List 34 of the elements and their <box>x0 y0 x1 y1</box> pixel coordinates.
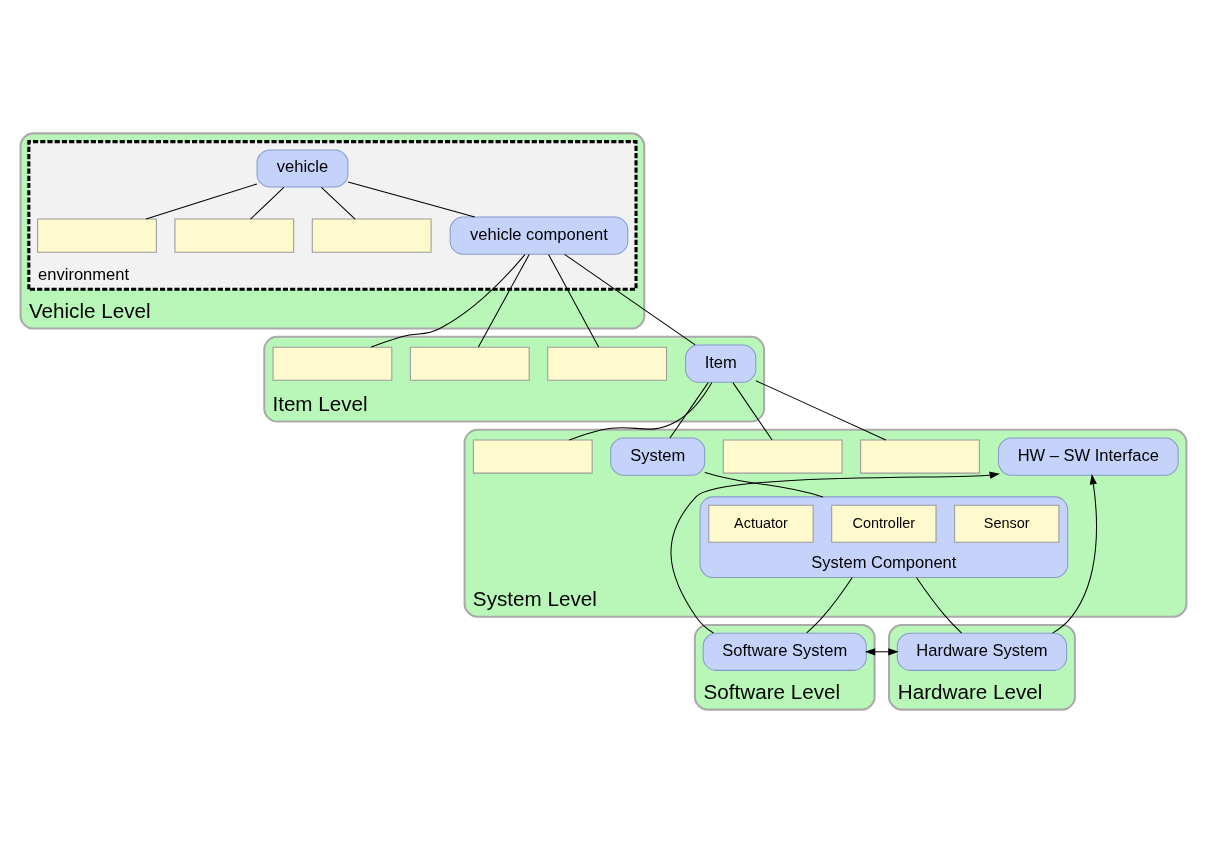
connector <box>347 181 476 218</box>
connector <box>915 576 963 634</box>
node-box: Actuator <box>708 504 814 543</box>
node-box <box>860 439 980 474</box>
arrow <box>670 471 1000 634</box>
node-box <box>547 346 667 381</box>
connector <box>704 472 824 498</box>
node-box <box>472 439 593 474</box>
node-box: System <box>610 437 706 476</box>
node-box <box>409 346 530 381</box>
arrow <box>864 648 899 656</box>
node-box <box>37 218 157 253</box>
connector <box>250 186 285 220</box>
node-box: Controller <box>831 504 937 543</box>
node-box: Sensor <box>954 504 1060 543</box>
connector <box>145 183 258 220</box>
connector <box>320 186 356 220</box>
connector <box>568 381 713 441</box>
connector <box>477 253 530 348</box>
node-box <box>722 439 843 474</box>
arrow <box>1052 474 1098 634</box>
node-box: vehicle <box>256 149 349 188</box>
node-box <box>272 346 393 381</box>
node-box <box>311 218 432 253</box>
node-box: HW – SW Interface <box>997 437 1179 476</box>
connector <box>548 253 600 348</box>
node-box: Hardware System <box>896 632 1068 671</box>
node-box: Software System <box>702 632 867 671</box>
node-box: Item <box>685 344 757 383</box>
node-box: vehicle component <box>449 216 629 255</box>
connector <box>669 382 709 439</box>
node-box <box>174 218 295 253</box>
connector <box>806 576 853 634</box>
connector <box>370 254 526 348</box>
